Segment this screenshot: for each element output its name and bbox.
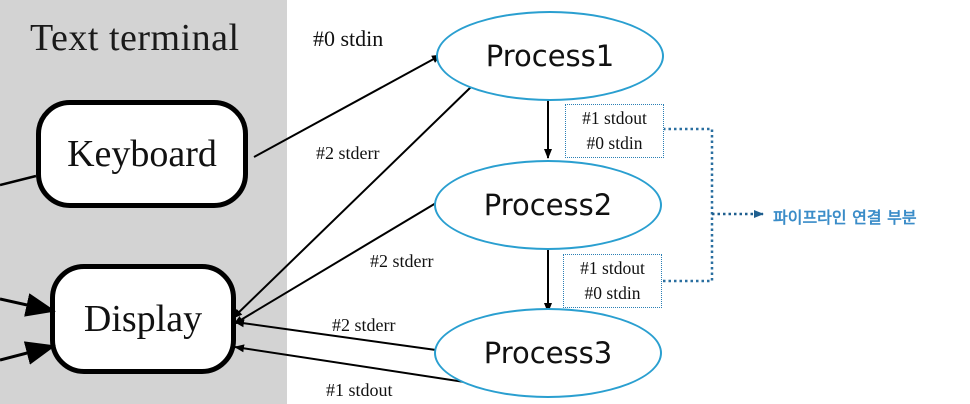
edge-process3-stdout	[234, 344, 472, 384]
pipe2-box: #1 stdout #0 stdin	[563, 254, 662, 308]
pipeline-note: 파이프라인 연결 부분	[773, 208, 917, 227]
pipe1-in-label: #0 stdin	[586, 133, 643, 153]
process3-stderr-label: #2 stderr	[332, 315, 396, 335]
edge-left-to-display-bottom	[0, 341, 56, 365]
process3-label: Process3	[483, 336, 613, 370]
edge-process2-stderr	[233, 202, 437, 325]
display-label: Display	[83, 298, 203, 340]
process2-node: Process2	[434, 160, 662, 250]
process1-node: Process1	[436, 11, 664, 101]
edge-left-to-display-top	[0, 293, 56, 317]
pipe2-in-label: #0 stdin	[584, 283, 641, 303]
edge-process3-stderr	[234, 319, 437, 351]
process2-stderr-label: #2 stderr	[370, 251, 434, 271]
process3-stdout-label: #1 stdout	[326, 380, 393, 400]
keyboard-label: Keyboard	[67, 133, 217, 175]
process1-stdin-label: #0 stdin	[313, 26, 384, 51]
pipe2-out-label: #1 stdout	[580, 258, 645, 278]
edge-process1-stderr	[232, 85, 473, 319]
keyboard-node: Keyboard	[36, 100, 248, 208]
edge-left-to-keyboard	[0, 174, 37, 187]
process3-node: Process3	[434, 308, 662, 398]
pipe1-out-label: #1 stdout	[582, 108, 647, 128]
process1-stderr-label: #2 stderr	[316, 143, 380, 163]
terminal-title: Text terminal	[30, 17, 240, 59]
pipeline-bracket	[663, 127, 714, 283]
display-node: Display	[50, 264, 236, 374]
pipe1-box: #1 stdout #0 stdin	[565, 104, 664, 158]
process2-label: Process2	[483, 188, 613, 222]
process1-label: Process1	[485, 39, 615, 73]
edge-keyboard-to-process1	[253, 54, 442, 158]
